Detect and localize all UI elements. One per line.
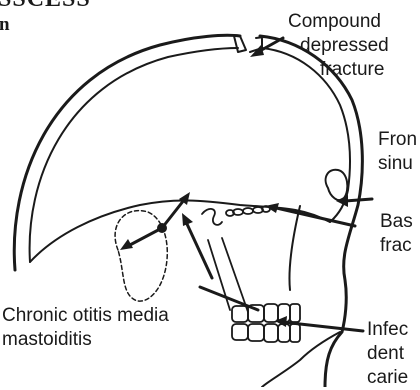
label-compound-line-2: depressed — [300, 34, 389, 58]
arrow-otitis-line-1 — [187, 224, 212, 278]
label-infected-line-3: carie — [367, 366, 408, 390]
label-otitis-line-1: Chronic otitis media — [2, 304, 169, 328]
label-compound-line-1: Compound — [288, 10, 389, 34]
label-infected-line-1: Infec — [367, 318, 408, 342]
label-basal-line-1: Bas — [380, 210, 413, 234]
label-frontal-line-1: Fron — [378, 128, 417, 152]
arrow-teeth-line-2 — [282, 322, 363, 331]
label-otitis-line-2: mastoiditis — [2, 328, 169, 352]
label-otitis-media: Chronic otitis media mastoiditis — [2, 304, 169, 352]
arrow-otitis-line-2 — [128, 228, 162, 246]
page-subheading: n — [0, 14, 10, 36]
label-frontal-line-2: sinu — [378, 152, 417, 176]
label-compound-line-3: fracture — [320, 58, 389, 82]
arrow-otitis-line-3 — [162, 200, 184, 228]
mandible-ramus — [208, 238, 248, 312]
arrow-basal-line — [272, 207, 355, 226]
label-frontal-sinus: Fron sinu — [378, 128, 417, 176]
label-basal-line-2: frac — [380, 234, 413, 258]
arrow-frontal-line — [345, 199, 372, 201]
basal-fracture — [226, 206, 270, 216]
label-infected-teeth: Infec dent carie — [367, 318, 408, 390]
label-infected-line-2: dent — [367, 342, 408, 366]
arrowhead-otitis-2 — [120, 239, 133, 250]
frontal-sinus — [326, 170, 348, 200]
middle-ear — [202, 209, 222, 225]
page-heading: SSCESS — [0, 0, 91, 13]
label-basal-fracture: Bas frac — [380, 210, 413, 258]
arrowhead-otitis-1 — [182, 213, 193, 226]
label-compound-fracture: Compound depressed fracture — [288, 10, 389, 82]
